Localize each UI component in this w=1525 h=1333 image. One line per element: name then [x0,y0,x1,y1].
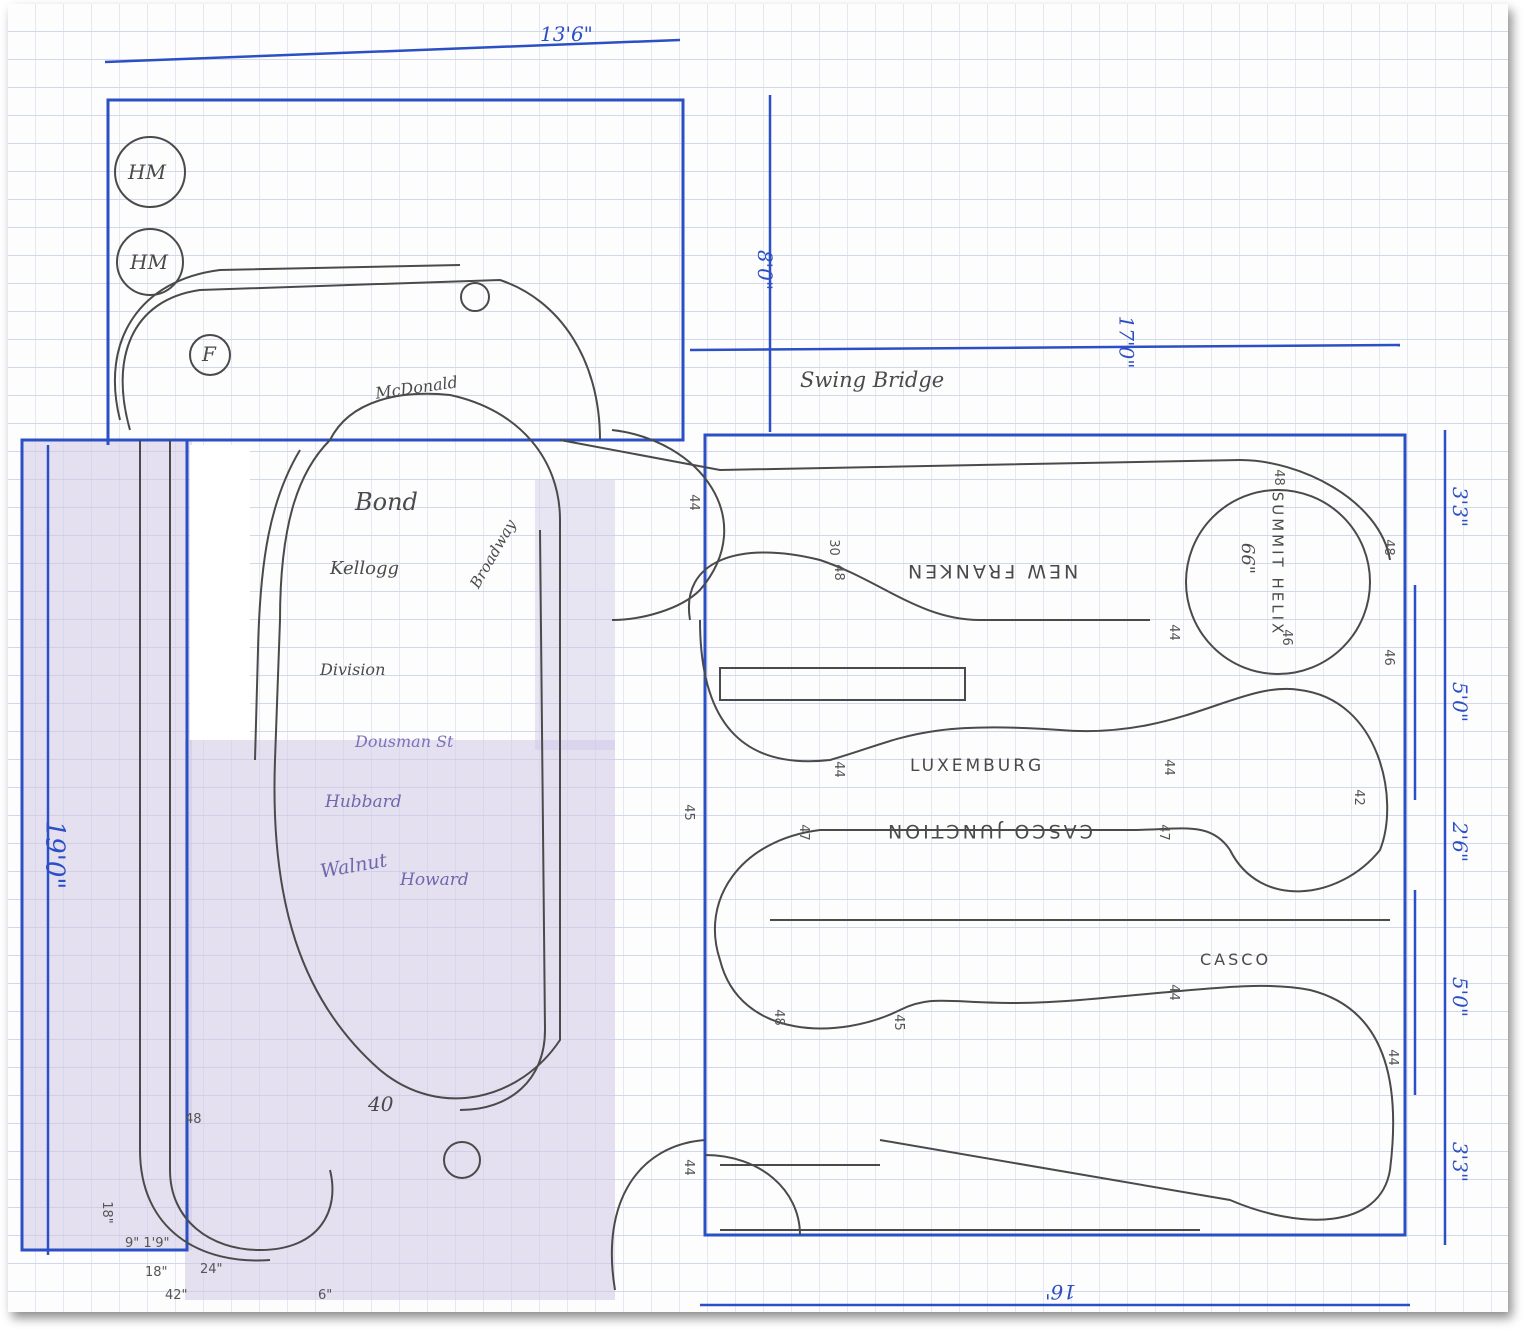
howard-label: Howard [400,870,469,890]
dim-bottom-left-4: 6" [318,1288,333,1303]
dim-bottom-left-5: 9" 1'9" [125,1236,170,1251]
casco-junction-label: CASCO JUNCTION [885,820,1093,842]
hm-label-2: HM [130,250,168,274]
radius-mark: 48 [830,564,846,581]
radius-mark: 46 [1380,649,1396,666]
summit-helix-label: SUMMIT HELIX [1268,491,1287,637]
radius-mark: 48 [770,1009,786,1026]
radius-mark: 47 [1155,824,1171,841]
casco-label: CASCO [1200,950,1272,969]
dim-left-height: 19'0" [39,820,70,890]
dim-top-width: 13'6" [540,22,593,46]
overlay-right-strip [535,480,615,750]
radius-mark: 44 [680,1159,696,1176]
dim-bottom-right: 16' [1045,1280,1076,1304]
radius-mark: 44 [1160,759,1176,776]
dim-right-seg5: 3'3" [1448,1141,1473,1183]
forty-eight-label: 48 [185,1112,202,1127]
dousman-label: Dousman St [355,732,454,751]
dim-bottom-left-2: 24" [200,1262,223,1277]
radius-mark: 45 [680,804,696,821]
white-cutout [190,445,250,740]
radius-mark: 48 [1380,539,1396,556]
hubbard-label: Hubbard [325,792,402,812]
dim-upper-height: 8'0" [753,249,778,291]
radius-mark: 44 [1165,624,1181,641]
hm-label-1: HM [128,160,166,184]
radius-mark: 44 [830,761,846,778]
dim-right-seg3: 2'6" [1448,821,1473,863]
radius-mark: 45 [890,1014,906,1031]
helix-size-label: 66" [1237,542,1259,575]
radius-mark: 42 [1350,789,1366,806]
radius-mark: 47 [795,824,811,841]
dim-bottom-left-1: 18" [145,1265,168,1280]
radius-mark: 44 [1165,984,1181,1001]
kellogg-label: Kellogg [330,558,400,579]
radius-mark: 44 [1384,1049,1400,1066]
dim-right-seg2: 5'0" [1448,681,1473,723]
luxemburg-label: LUXEMBURG [910,756,1045,776]
division-label: Division [320,660,386,679]
radius-mark: 44 [685,494,701,511]
radius-mark: 30 [825,539,841,556]
radius-mark: 46 [1278,629,1294,646]
pencil-circles [114,136,490,1179]
f-label: F [202,342,216,366]
radius-mark: 48 [1270,469,1286,486]
blue-outlines [20,98,1407,1252]
dim-bottom-left-6: 18" [98,1201,114,1224]
forty-label: 40 [368,1092,394,1116]
dimension-lines [46,38,1447,1307]
bond-label: Bond [355,488,418,516]
overlay-left [22,440,192,1250]
dim-right-seg4: 5'0" [1448,976,1473,1018]
dim-bottom-left-3: 42" [165,1288,188,1303]
dim-right-total: 17'0" [1114,315,1139,369]
dim-right-seg1: 3'3" [1448,486,1473,528]
swing-bridge-label: Swing Bridge [800,368,945,392]
overlay-bottom [185,740,615,1300]
new-franken-label: NEW FRANKEN [905,560,1079,582]
pencil-track [113,264,1395,1291]
